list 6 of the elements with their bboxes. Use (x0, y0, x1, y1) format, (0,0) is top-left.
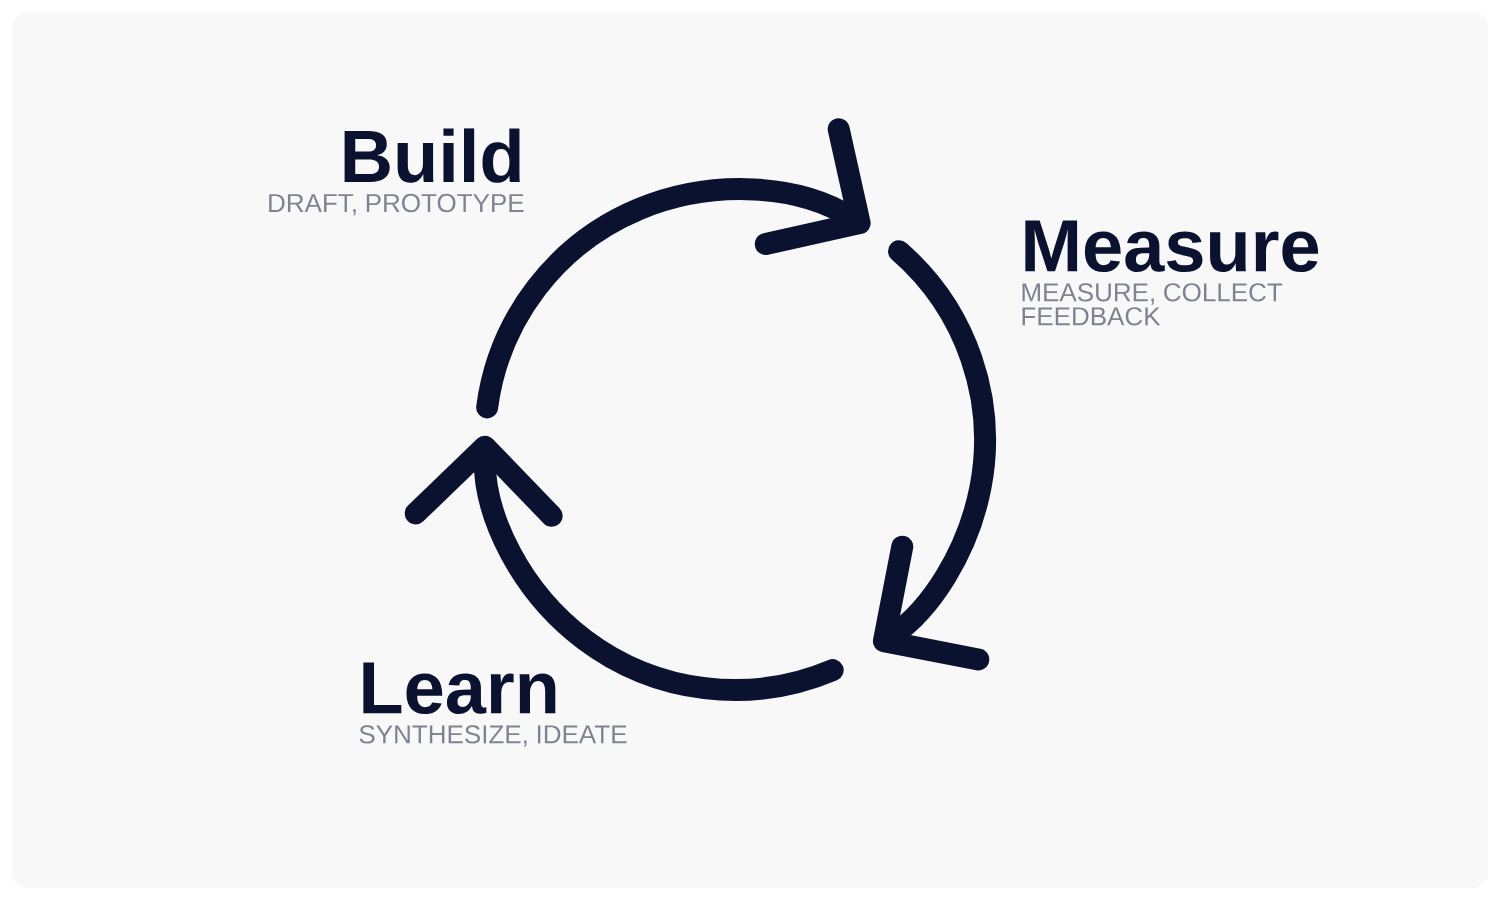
heading: Build (344, 128, 520, 183)
heading: Measure (1025, 220, 1319, 273)
subtitle: MEASURE, COLLECT FEEDBACK (1022, 283, 1283, 326)
subtitle: SYNTHESIZE, IDEATE (359, 725, 627, 747)
heading: Learn (363, 662, 556, 715)
subtitle: DRAFT, PROTOTYPE (269, 193, 524, 216)
